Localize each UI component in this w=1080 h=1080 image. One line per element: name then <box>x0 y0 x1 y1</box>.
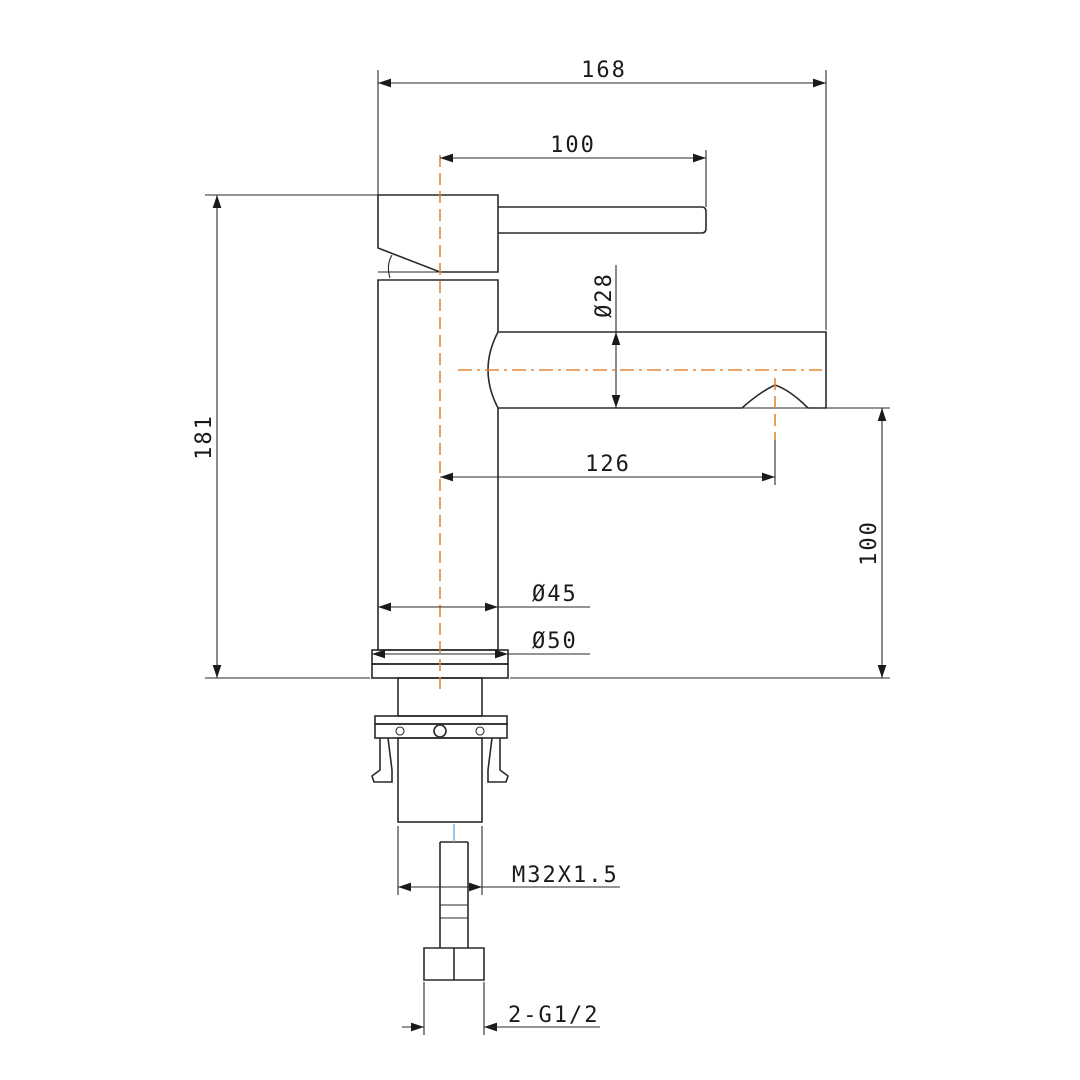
dimension-lines <box>212 78 887 1032</box>
lever-handle <box>498 206 707 234</box>
label-spout-diameter: Ø28 <box>592 272 617 318</box>
hose-fitting <box>423 947 485 981</box>
label-spout-reach: 126 <box>585 452 631 477</box>
label-supply-hoses: 2-G1/2 <box>508 1003 599 1028</box>
label-base-diameter: Ø50 <box>532 629 578 654</box>
clamp-right <box>487 737 509 783</box>
label-lever-length: 100 <box>550 133 596 158</box>
supply-hose <box>439 841 469 948</box>
label-total-height: 181 <box>192 414 217 460</box>
label-body-diameter: Ø45 <box>532 582 578 607</box>
label-spout-height: 100 <box>857 520 882 566</box>
mounting-plate <box>374 715 508 725</box>
extension-lines <box>205 70 890 1035</box>
centerlines <box>439 155 822 690</box>
dimension-labels: 168 100 Ø28 181 126 100 Ø45 Ø50 M32X1.5 … <box>192 58 882 1028</box>
handle-cap <box>377 194 499 273</box>
label-shank-thread: M32X1.5 <box>512 863 619 888</box>
label-total-width: 168 <box>581 58 627 83</box>
clamp-left <box>371 737 393 783</box>
body-column <box>377 279 499 651</box>
lower-nut <box>397 737 483 823</box>
